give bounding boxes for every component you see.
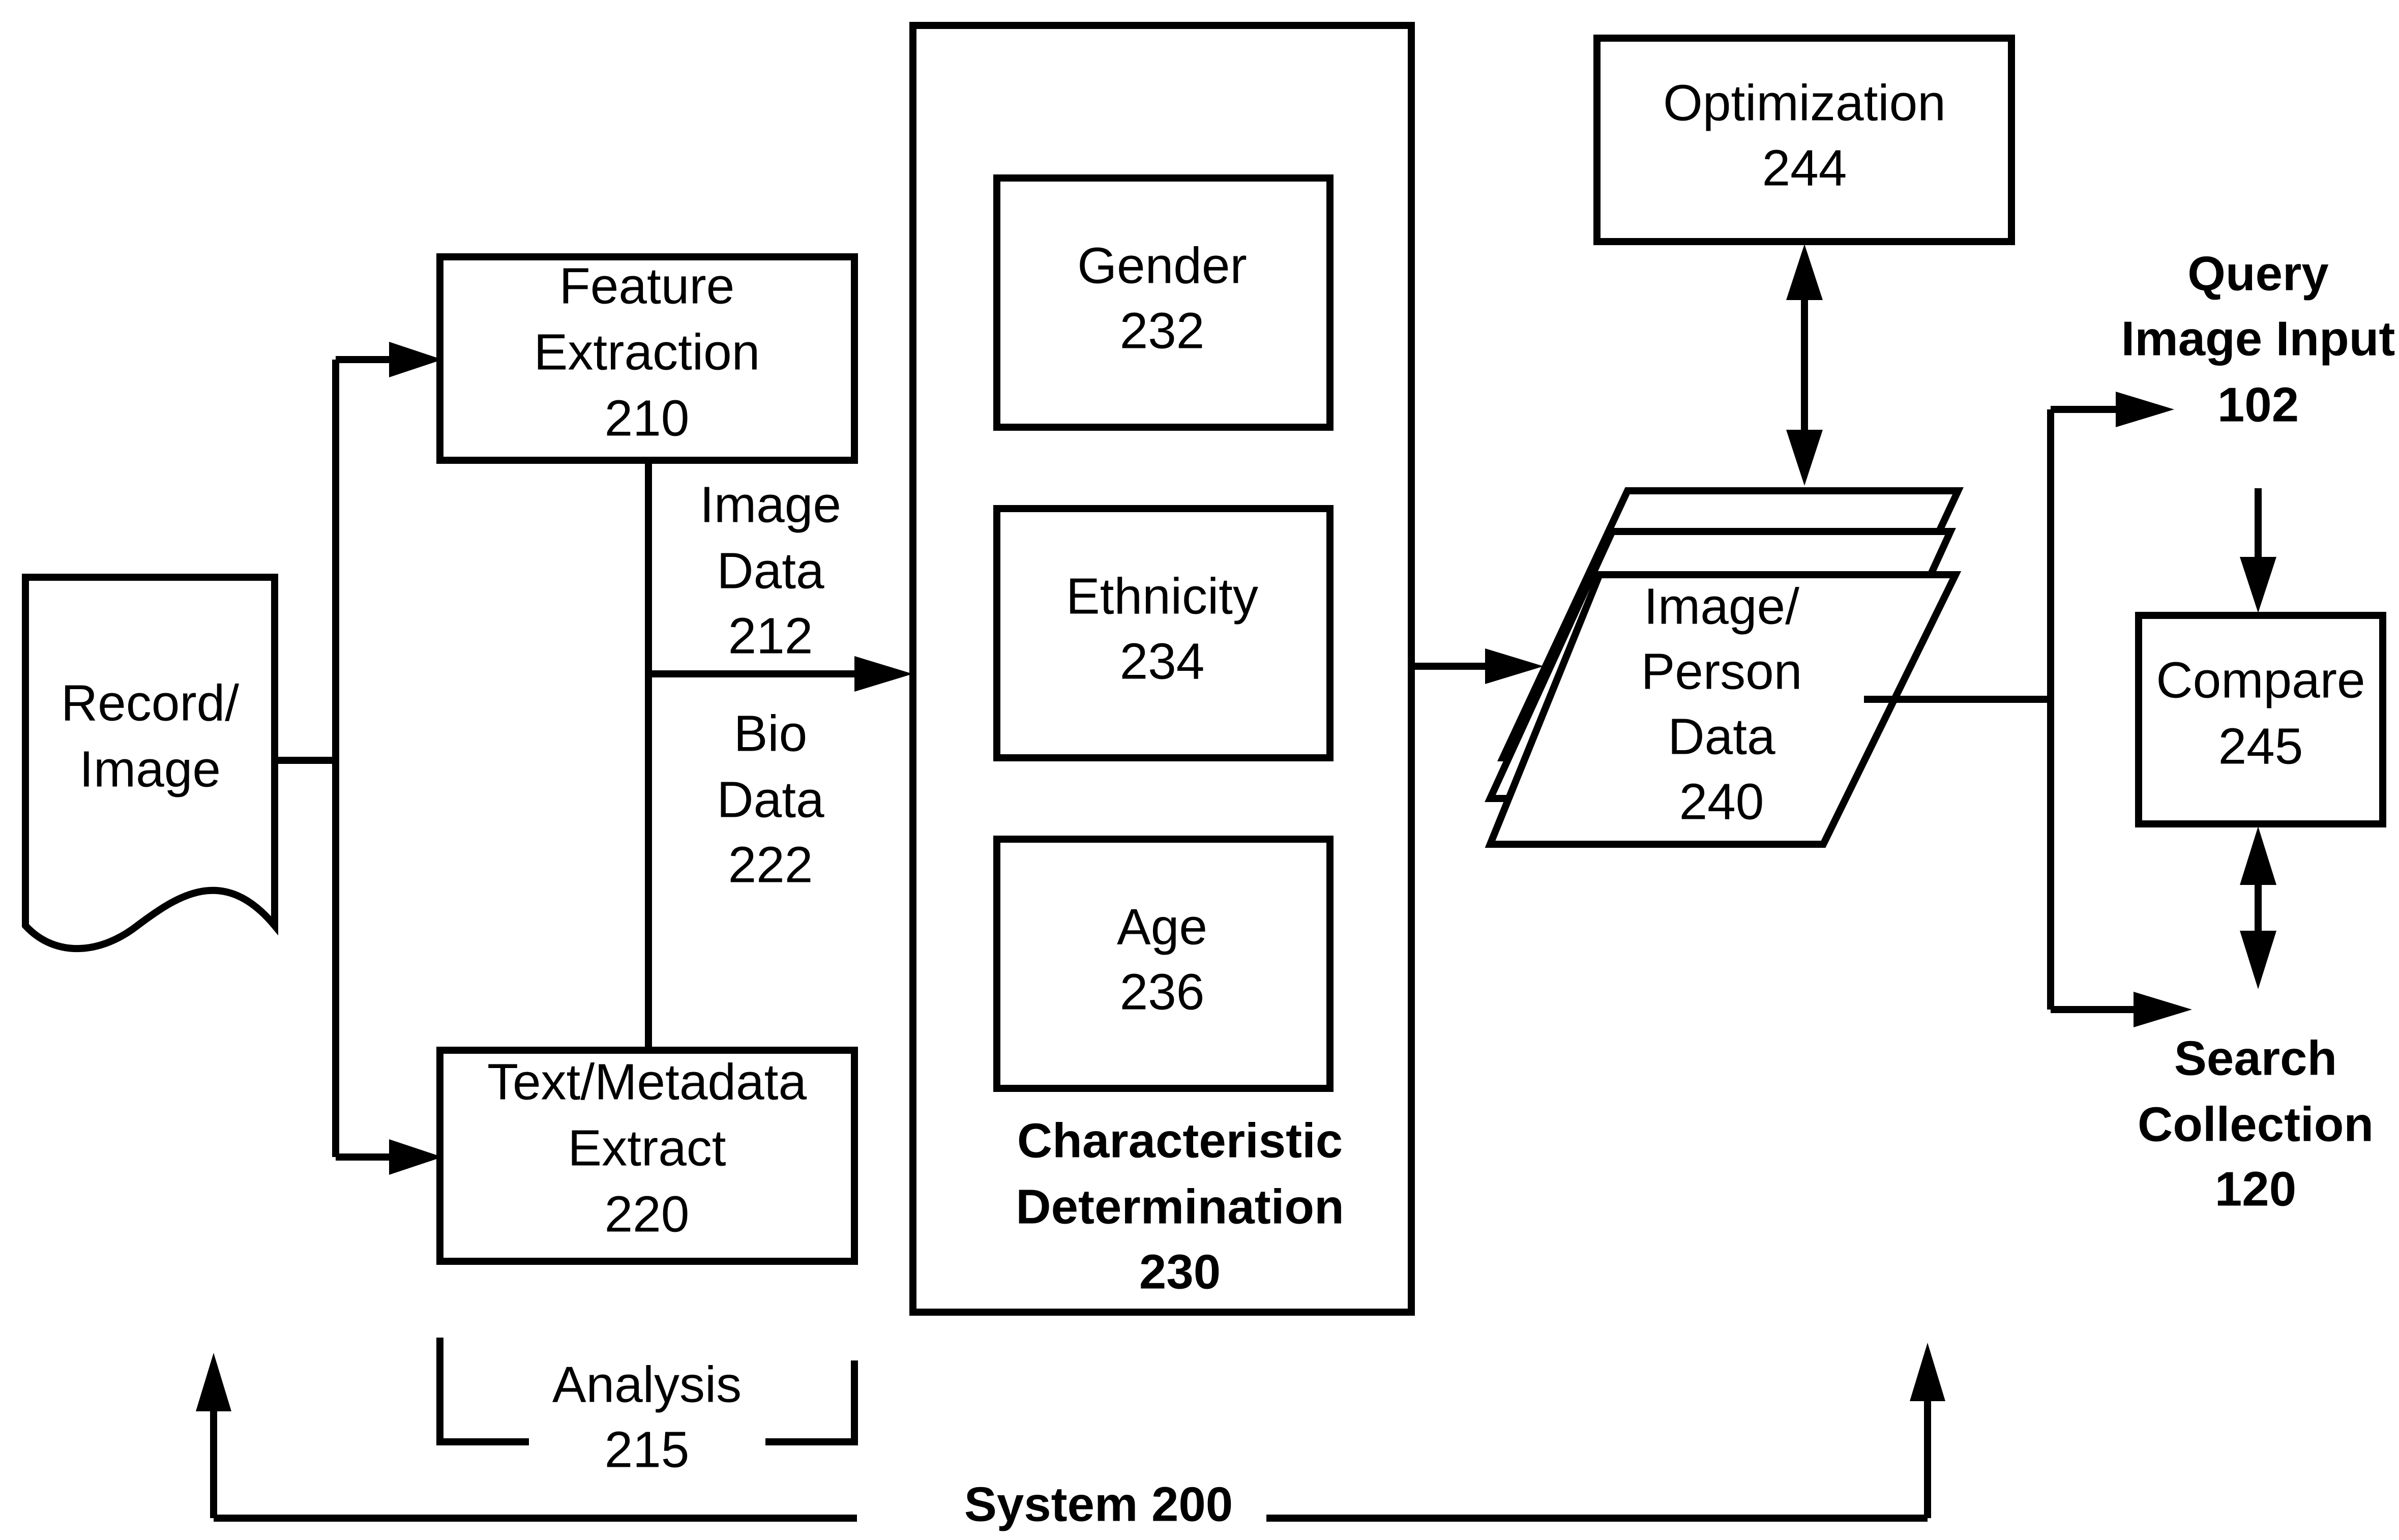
optimization-rect (1593, 35, 2015, 245)
ethnicity-number: 234 (1120, 633, 1205, 690)
query-line2: Image Input (2121, 311, 2395, 366)
feature-extraction-box: Feature Extraction 210 (436, 253, 858, 464)
arrow-to-query (2116, 392, 2174, 427)
bio-data-line2: Data (717, 771, 824, 828)
record-split-connector (275, 342, 442, 1175)
optimization-box: Optimization 244 (1593, 35, 2015, 245)
system-bracket: System 200 (196, 1343, 1945, 1531)
person-data-stack: Image/ Person Data 240 (1485, 487, 1964, 848)
feature-extraction-rect (436, 253, 858, 464)
text-metadata-line2: Extract (568, 1119, 726, 1176)
age-label: Age (1117, 898, 1207, 955)
analysis-bracket-left (436, 1338, 529, 1445)
text-metadata-line1: Text/Metadata (487, 1053, 807, 1110)
person-data-line2: Person (1641, 643, 1802, 700)
characteristic-determination-box: Gender 232 Ethnicity 234 Age 236 Charact… (909, 22, 1415, 1316)
age-rect (993, 836, 1334, 1092)
compare-search-link (2240, 826, 2276, 989)
system-label: System 200 (964, 1477, 1233, 1531)
arrow-down-to-person-data (1786, 430, 1823, 486)
arrow-to-person-data (1485, 648, 1544, 684)
person-data-split-connector (1864, 392, 2192, 1027)
search-number: 120 (2215, 1162, 2296, 1216)
search-line1: Search (2174, 1031, 2337, 1085)
image-data-line2: Data (717, 542, 824, 599)
text-metadata-number: 220 (605, 1186, 690, 1242)
gender-rect (993, 174, 1334, 431)
person-data-line1: Image/ (1644, 578, 1799, 635)
analysis-bracket-right (765, 1360, 858, 1445)
query-line1: Query (2187, 246, 2328, 301)
person-data-number: 240 (1679, 773, 1764, 830)
age-number: 236 (1120, 963, 1205, 1020)
text-metadata-rect (436, 1047, 858, 1265)
record-label-line2: Image (79, 741, 221, 797)
characteristic-line2: Determination (1016, 1179, 1344, 1234)
compare-box: Compare 245 (2135, 612, 2386, 827)
person-data-line3: Data (1668, 708, 1775, 765)
record-label-line1: Record/ (61, 674, 239, 731)
characteristic-number: 230 (1139, 1245, 1221, 1299)
bio-data-line1: Bio (734, 705, 808, 762)
gender-number: 232 (1120, 302, 1205, 359)
ethnicity-rect (993, 505, 1334, 761)
analysis-label: Analysis (552, 1356, 742, 1413)
optimization-link (1786, 244, 1823, 486)
image-data-line1: Image (700, 476, 841, 533)
arrow-up-to-optimization (1786, 244, 1823, 300)
person-data-sheet-front (1485, 571, 1962, 848)
arrow-up-to-compare (2240, 826, 2276, 885)
arrow-to-search (2134, 992, 2192, 1027)
image-data-number: 212 (728, 607, 813, 664)
arrow-to-text (389, 1139, 442, 1175)
query-number: 102 (2217, 377, 2299, 432)
compare-number: 245 (2218, 718, 2303, 775)
feature-extraction-number: 210 (605, 390, 690, 447)
arrow-to-feature (389, 342, 442, 377)
record-image-document: Record/ Image (22, 574, 278, 953)
compare-label: Compare (2156, 651, 2365, 708)
characteristic-line1: Characteristic (1017, 1113, 1343, 1168)
compare-rect (2135, 612, 2386, 827)
text-metadata-box: Text/Metadata Extract 220 (436, 1047, 858, 1265)
system-right-arrow (1910, 1343, 1945, 1401)
feature-extraction-line1: Feature (559, 257, 735, 314)
ethnicity-label: Ethnicity (1066, 568, 1258, 625)
feature-extraction-line2: Extraction (534, 323, 760, 380)
gender-label: Gender (1077, 237, 1247, 294)
system-left-arrow (196, 1353, 231, 1411)
analysis-bracket: Analysis 215 (436, 1338, 858, 1478)
arrow-to-characteristic (854, 656, 913, 692)
analysis-number: 215 (605, 1421, 690, 1478)
optimization-number: 244 (1762, 139, 1847, 196)
document-shape (22, 574, 278, 953)
arrow-down-to-search (2240, 931, 2276, 989)
optimization-label: Optimization (1663, 74, 1946, 131)
bio-data-number: 222 (728, 836, 813, 893)
search-line2: Collection (2138, 1097, 2374, 1151)
arrow-to-compare (2240, 557, 2276, 613)
extraction-connector (645, 460, 913, 1050)
